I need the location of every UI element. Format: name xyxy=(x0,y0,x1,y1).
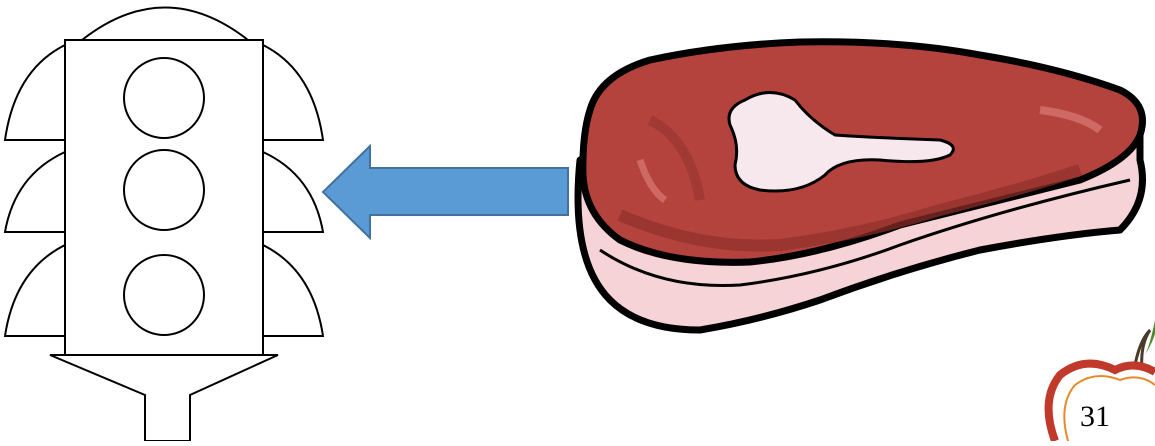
traffic-light-icon xyxy=(5,8,323,442)
page-number: 31 xyxy=(1065,402,1125,432)
arrow-left-icon xyxy=(323,146,568,238)
steak-icon xyxy=(578,42,1143,330)
